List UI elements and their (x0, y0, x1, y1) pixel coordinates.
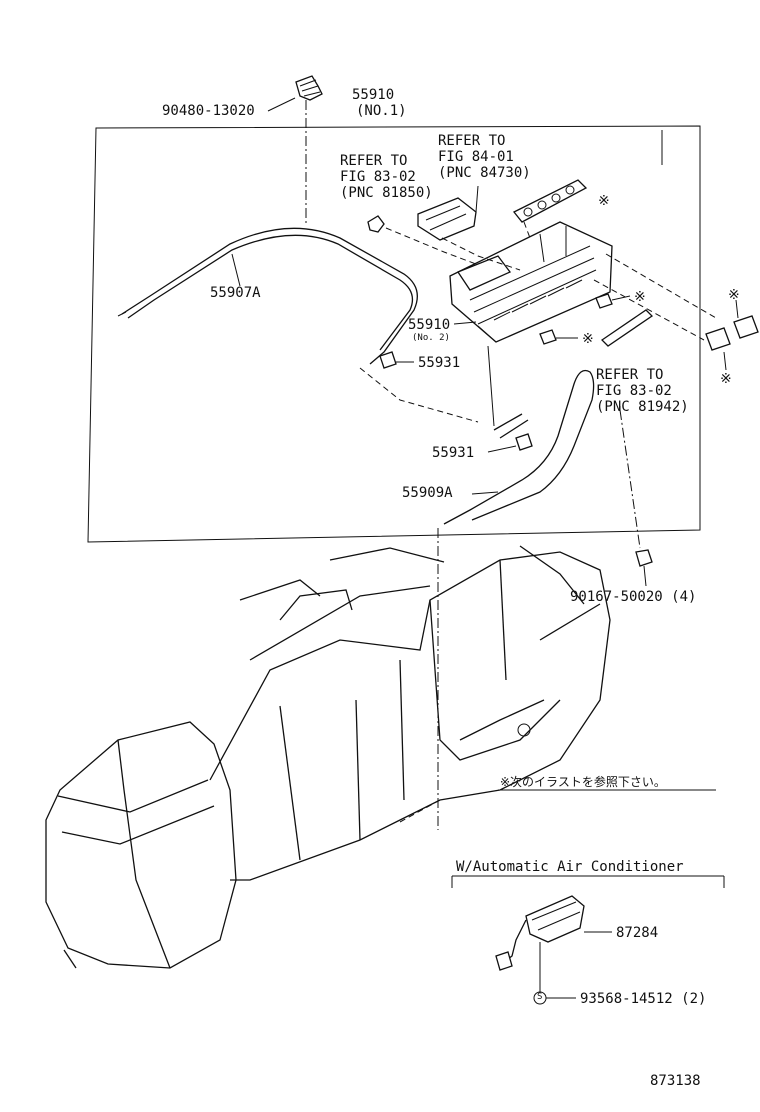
mark-knob-right-b: ※ (582, 331, 594, 347)
main-frame (87, 125, 701, 543)
mark-knob-strip: ※ (598, 193, 610, 209)
side-buttons (705, 299, 759, 371)
label-55907a: 55907A (210, 285, 261, 301)
note-japanese: ※次のイラストを参照下さい。 (500, 775, 666, 789)
label-ref84-line2: FIG 84-01 (438, 149, 514, 165)
knob-strip (512, 179, 588, 223)
screw-90167 (635, 549, 653, 587)
label-90480-13020: 90480-13020 (162, 103, 255, 119)
component-84730 (417, 197, 477, 241)
label-93568-14512: 93568-14512 (2) (580, 991, 707, 1007)
diagram-number: 873138 (650, 1073, 701, 1089)
label-55909a: 55909A (402, 485, 453, 501)
heater-unit (45, 545, 611, 969)
label-55931-a: 55931 (418, 355, 461, 371)
label-ref84-line1: REFER TO (438, 133, 506, 149)
label-55910-no2: 55910 (408, 317, 451, 333)
label-ref8302b-line3: (PNC 81942) (596, 399, 689, 415)
strip-81942 (600, 309, 654, 347)
label-ref8302a-line2: FIG 83-02 (340, 169, 416, 185)
mark-side-top: ※ (728, 287, 740, 303)
label-55931-b: 55931 (432, 445, 475, 461)
label-auto-ac: W/Automatic Air Conditioner (456, 859, 684, 875)
label-ref8302b-line1: REFER TO (596, 367, 664, 383)
clamp-55931-b (515, 433, 533, 451)
sensor-87284 (495, 895, 612, 992)
control-panel-55910 (449, 221, 613, 343)
label-55910-no2-sub: (No. 2) (412, 333, 450, 343)
label-ref84-line3: (PNC 84730) (438, 165, 531, 181)
cable-55909a (443, 369, 595, 525)
s-mark-text: S (537, 992, 543, 1002)
auto-ac-frame (451, 875, 725, 888)
plug-81850 (367, 215, 385, 233)
label-ref8302a-line3: (PNC 81850) (340, 185, 433, 201)
cable-55907a (117, 227, 418, 365)
label-87284: 87284 (616, 925, 659, 941)
label-90167-50020: 90167-50020 (4) (570, 589, 697, 605)
knob-right-a (595, 293, 613, 309)
label-55910-no1: 55910 (352, 87, 395, 103)
label-ref8302a-line1: REFER TO (340, 153, 408, 169)
clamp-55931-a (379, 351, 397, 369)
grommet-90480 (267, 75, 323, 112)
knob-right-b (539, 329, 557, 345)
label-55910-no1-sub: (NO.1) (356, 103, 407, 119)
mark-side-bottom: ※ (720, 371, 732, 387)
mark-knob-right-a: ※ (634, 289, 646, 305)
label-ref8302b-line2: FIG 83-02 (596, 383, 672, 399)
